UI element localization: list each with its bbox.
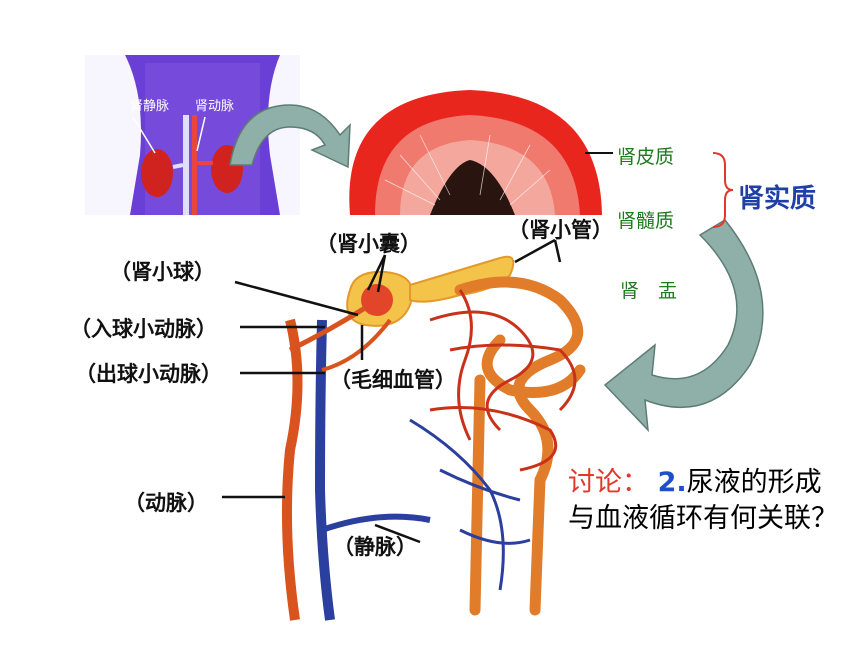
discussion-text: 尿液的形成与血液循环有何关联？ — [568, 467, 838, 534]
cortex-label: 肾皮质 — [617, 146, 675, 168]
cortex-medulla-pointers — [585, 152, 734, 228]
kidney-section — [349, 90, 602, 215]
renal-vein-label: 肾静脉 — [130, 99, 170, 114]
afferent-label: （入球小动脉） — [70, 317, 217, 341]
discussion-prefix: 讨论： — [568, 467, 649, 498]
arrow-photo-to-kidney — [229, 104, 351, 169]
tubule-label: （肾小管） — [508, 218, 613, 242]
arrow-to-question — [603, 219, 764, 433]
nephron-diagram — [281, 255, 586, 621]
discussion-number: 2. — [657, 467, 687, 498]
artery-label: （动脉） — [124, 491, 208, 515]
vein-label: （静脉） — [333, 535, 417, 559]
medulla-label: 肾髓质 — [617, 210, 675, 232]
parenchyma-label: 肾实质 — [738, 184, 817, 214]
efferent-label: （出球小动脉） — [75, 362, 222, 386]
discussion-question: 讨论： 2.尿液的形成与血液循环有何关联？ — [568, 465, 848, 537]
glomerulus-label: （肾小球） — [110, 260, 215, 284]
capsule-label: （肾小囊） — [316, 232, 421, 256]
pelvis-label: 肾 盂 — [620, 280, 678, 302]
renal-artery-label: 肾动脉 — [195, 99, 235, 114]
capillary-label: （毛细血管） — [330, 368, 456, 392]
